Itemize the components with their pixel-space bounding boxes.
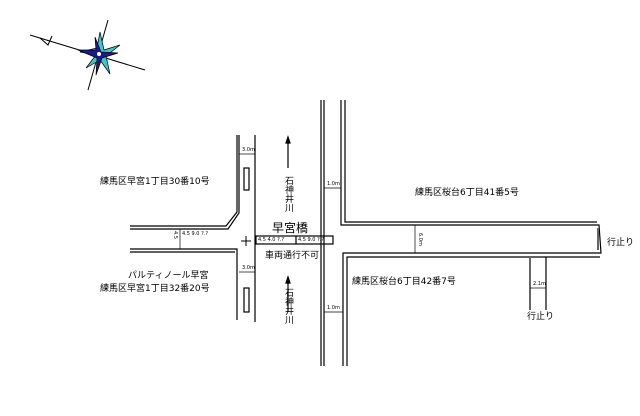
bridge-name: 早宮橋 xyxy=(272,221,309,235)
building-label: パルティノール早宮 xyxy=(128,271,209,281)
block-label-sw: 練馬区早宮1丁目32番20号 xyxy=(100,284,210,294)
dead-end-east: 行止り xyxy=(607,238,635,248)
compass-icon xyxy=(29,19,146,91)
dim-right-lower: 1.0m xyxy=(327,305,340,311)
dim-right-upper: 1.0m xyxy=(327,181,340,187)
block-label-ne: 練馬区桜台6丁目41番5号 xyxy=(415,188,519,198)
river-label-upper: 石神井川 xyxy=(283,176,293,212)
block-label-se: 練馬区桜台6丁目42番7号 xyxy=(352,277,456,287)
dead-end-south: 行止り xyxy=(527,312,555,322)
river-label-lower: 石神井川 xyxy=(283,288,293,324)
dim-bridge-right: 4.5 9.0 ?.? xyxy=(298,237,324,243)
no-vehicle-label: 車両通行不可 xyxy=(265,251,320,261)
block-label-nw: 練馬区早宮1丁目30番10号 xyxy=(100,177,210,187)
dim-west-road: 4.5 xyxy=(172,231,178,239)
dim-south-branch: 2.1m xyxy=(533,281,546,287)
dim-bridge-left: 4.5 4.0 ?.? xyxy=(258,237,284,243)
roads xyxy=(130,100,602,366)
dim-east-road: 6.0m xyxy=(417,233,423,246)
dim-west-road-note: 4.5 9.0 ?.? xyxy=(182,231,208,237)
dim-left-upper: 3.0m xyxy=(242,147,255,153)
dim-left-lower: 3.0m xyxy=(242,265,255,271)
